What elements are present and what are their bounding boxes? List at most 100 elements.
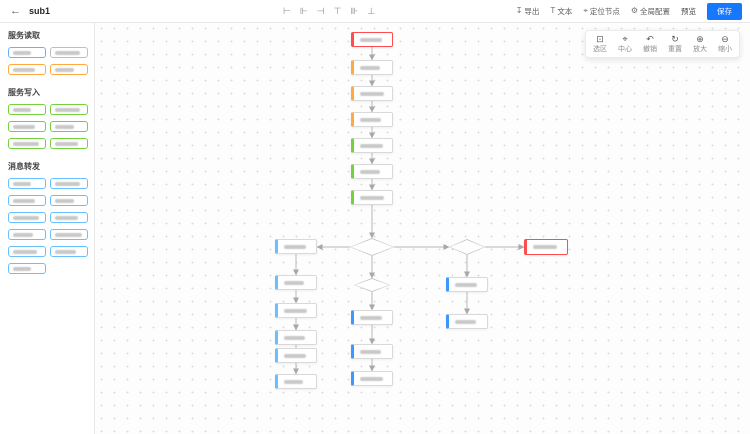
align-middle-v-icon[interactable]: ⊪	[350, 5, 359, 16]
save-button[interactable]: 保存	[707, 2, 742, 20]
center-label: 中心	[618, 46, 632, 53]
redacted-label	[13, 266, 31, 271]
text-icon: T	[550, 6, 556, 15]
palette-group-title: 服务写入	[8, 88, 40, 97]
flow-node[interactable]	[275, 303, 317, 318]
flow-decision-node[interactable]	[354, 278, 390, 292]
flow-decision-node[interactable]	[449, 239, 485, 255]
palette-item[interactable]	[8, 246, 46, 257]
reset-icon: ↻	[671, 34, 679, 44]
topbar-left: ← sub1	[10, 0, 50, 22]
align-top-icon[interactable]: ⊤	[333, 5, 342, 16]
align-bottom-icon[interactable]: ⊥	[367, 5, 376, 16]
align-left-icon[interactable]: ⊢	[283, 5, 291, 16]
decision-fill	[450, 240, 484, 254]
palette-item[interactable]	[50, 121, 88, 132]
align-right-icon[interactable]: ⊣	[316, 5, 325, 16]
zoom-out-label: 缩小	[718, 46, 732, 53]
flow-node[interactable]	[351, 112, 393, 127]
flow-node[interactable]	[351, 32, 393, 47]
decision-fill	[355, 279, 389, 291]
canvas[interactable]: ⊡ 选区 ⌖ 中心 ↶ 撤销 ↻ 重置 ⊕ 放大 ⊖ 缩小	[95, 22, 750, 434]
palette-item[interactable]	[50, 104, 88, 115]
flow-node[interactable]	[351, 344, 393, 359]
center-view-button[interactable]: ⌖ 中心	[618, 35, 632, 54]
palette-item[interactable]	[50, 64, 88, 75]
redacted-label	[284, 353, 306, 358]
redacted-label	[55, 50, 80, 55]
palette-item[interactable]	[8, 263, 46, 274]
text-tool-label: 文本	[557, 6, 573, 16]
palette-item[interactable]	[8, 47, 46, 58]
redacted-label	[360, 37, 382, 42]
palette-item[interactable]	[8, 195, 46, 206]
flow-node[interactable]	[351, 310, 393, 325]
locate-node-button[interactable]: ⌖ 定位节点	[583, 6, 620, 17]
palette-item[interactable]	[8, 121, 46, 132]
flow-node[interactable]	[446, 314, 488, 329]
flow-node[interactable]	[275, 374, 317, 389]
text-tool-button[interactable]: T 文本	[550, 6, 572, 17]
global-config-button[interactable]: ⚙ 全局配置	[631, 6, 670, 17]
flow-node[interactable]	[275, 330, 317, 345]
reset-view-button[interactable]: ↻ 重置	[668, 34, 682, 54]
undo-icon: ↶	[646, 34, 654, 44]
flow-node[interactable]	[351, 371, 393, 386]
topbar: ← sub1 ⊢ ⊩ ⊣ ⊤ ⊪ ⊥ ↧ 导出 T 文本 ⌖ 定位节点	[0, 0, 750, 23]
redacted-label	[13, 141, 39, 146]
flow-node[interactable]	[524, 239, 568, 255]
selection-tool-button[interactable]: ⊡ 选区	[593, 35, 607, 54]
palette-item[interactable]	[50, 246, 88, 257]
palette-item[interactable]	[8, 138, 46, 149]
flow-node[interactable]	[351, 60, 393, 75]
align-toolbar: ⊢ ⊩ ⊣ ⊤ ⊪ ⊥	[283, 0, 375, 22]
back-button[interactable]: ←	[10, 4, 21, 17]
redacted-label	[360, 91, 384, 96]
edge-layer	[293, 47, 525, 375]
palette-item[interactable]	[50, 47, 88, 58]
redacted-label	[55, 198, 74, 203]
palette-group: 服务写入	[8, 87, 88, 149]
palette-item[interactable]	[8, 229, 46, 240]
locate-icon: ⌖	[583, 6, 588, 15]
redacted-label	[533, 245, 557, 249]
palette-item[interactable]	[8, 104, 46, 115]
redacted-label	[360, 117, 381, 122]
gear-icon: ⚙	[630, 6, 638, 15]
redacted-label	[13, 198, 35, 203]
undo-button[interactable]: ↶ 撤销	[643, 34, 657, 54]
palette-item[interactable]	[50, 195, 88, 206]
palette-item[interactable]	[50, 212, 88, 223]
palette-item[interactable]	[8, 64, 46, 75]
palette-item[interactable]	[50, 229, 88, 240]
flow-node[interactable]	[275, 348, 317, 363]
page-title: sub1	[29, 6, 51, 16]
palette-group-items	[8, 178, 88, 274]
flow-node[interactable]	[351, 190, 393, 205]
palette-item[interactable]	[8, 178, 46, 189]
redacted-label	[55, 67, 74, 72]
redacted-label	[360, 65, 380, 70]
redacted-label	[55, 249, 76, 254]
flow-node[interactable]	[275, 275, 317, 290]
flow-node[interactable]	[351, 86, 393, 101]
preview-button[interactable]: 预览	[681, 6, 696, 16]
palette-group-title: 消息转发	[8, 162, 40, 171]
export-button[interactable]: ↧ 导出	[516, 6, 540, 17]
palette-item[interactable]	[50, 178, 88, 189]
palette-item[interactable]	[50, 138, 88, 149]
flow-node[interactable]	[275, 239, 317, 254]
redacted-label	[55, 107, 80, 112]
flow-node[interactable]	[446, 277, 488, 292]
zoom-in-button[interactable]: ⊕ 放大	[693, 35, 707, 54]
flow-node[interactable]	[351, 138, 393, 153]
flow-node[interactable]	[351, 164, 393, 179]
zoom-out-button[interactable]: ⊖ 缩小	[718, 35, 732, 54]
palette-item[interactable]	[8, 212, 46, 223]
redacted-label	[360, 349, 381, 354]
redacted-label	[360, 169, 380, 174]
redacted-label	[55, 141, 78, 146]
align-center-h-icon[interactable]: ⊩	[299, 5, 308, 16]
flow-decision-node[interactable]	[350, 238, 394, 256]
